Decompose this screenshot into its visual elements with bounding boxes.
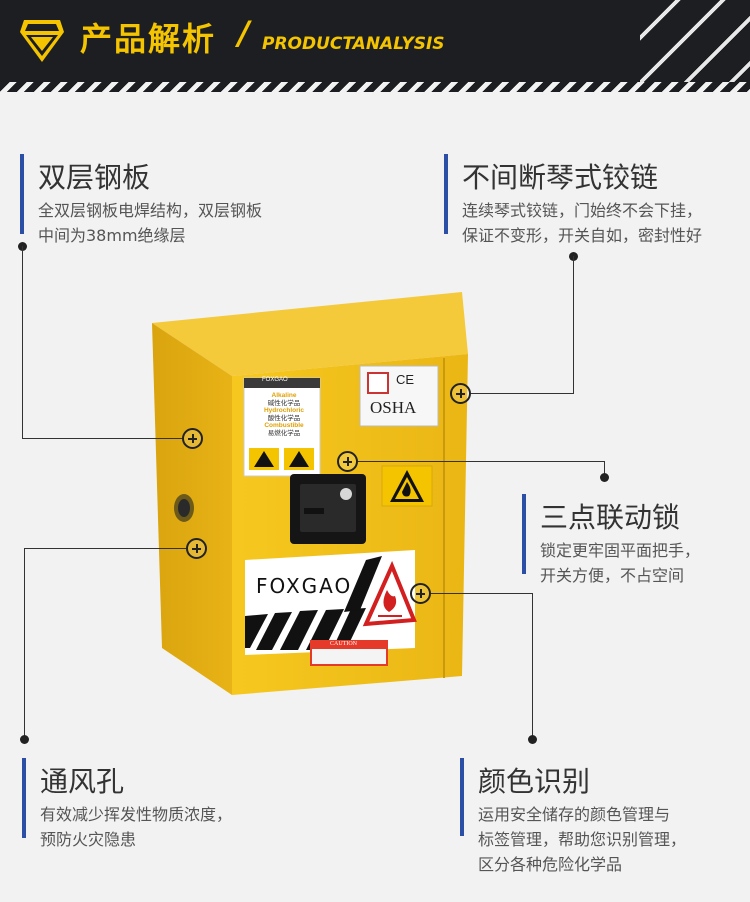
- feature-desc-line: 锁定更牢固平面把手，: [540, 541, 701, 560]
- feature-desc-line: 运用安全储存的颜色管理与: [478, 805, 671, 824]
- label-line-combustible: Combustible: [264, 422, 304, 429]
- callout-line: [22, 246, 23, 438]
- feature-accent-bar: [444, 154, 448, 234]
- callout-plus-icon[interactable]: [410, 583, 431, 604]
- feature-accent-bar: [522, 494, 526, 574]
- feature-desc-line: 保证不变形，开关自如，密封性好: [462, 226, 703, 245]
- callout-line: [22, 438, 184, 439]
- feature-description: 运用安全储存的颜色管理与 标签管理，帮助您识别管理， 区分各种危险化学品: [478, 802, 686, 877]
- callout-plus-icon[interactable]: [450, 383, 471, 404]
- page-subtitle: PRODUCTANALYSIS: [262, 34, 445, 54]
- feature-title: 颜色识别: [478, 765, 591, 798]
- callout-line: [431, 593, 532, 594]
- label-chemical-list: Alkaline 碱性化学品 Hydrochloric 酸性化学品 Combus…: [252, 392, 316, 437]
- feature-desc-line: 有效减少挥发性物质浓度，: [40, 805, 233, 824]
- header-diagonal-stripes: [640, 0, 750, 92]
- feature-accent-bar: [20, 154, 24, 234]
- diamond-icon: [20, 20, 64, 62]
- feature-desc-line: 开关方便，不占空间: [540, 566, 685, 585]
- ce-mark: CE: [396, 372, 415, 387]
- callout-line: [24, 548, 186, 549]
- page-title: 产品解析: [80, 20, 217, 58]
- feature-title: 不间断琴式铰链: [462, 161, 659, 194]
- feature-title: 双层钢板: [38, 161, 151, 194]
- feature-accent-bar: [22, 758, 26, 838]
- feature-title: 三点联动锁: [540, 501, 681, 534]
- cabinet-brand-name: FOXGAO: [256, 574, 353, 598]
- feature-desc-line: 全双层钢板电焊结构，双层钢板: [38, 201, 263, 220]
- label-line-alkaline: Alkaline: [271, 392, 297, 399]
- callout-dot: [20, 735, 29, 744]
- callout-plus-icon[interactable]: [337, 451, 358, 472]
- feature-desc-line: 中间为38mm绝缘层: [38, 226, 186, 245]
- callout-line: [573, 256, 574, 393]
- callout-plus-icon[interactable]: [182, 428, 203, 449]
- feature-description: 锁定更牢固平面把手， 开关方便，不占空间: [540, 538, 700, 588]
- osha-mark: OSHA: [370, 398, 417, 417]
- caution-label: CAUTION: [330, 641, 357, 647]
- label-line-hydrochloric-cn: 酸性化学品: [267, 414, 301, 422]
- callout-line: [604, 461, 605, 477]
- callout-line: [358, 461, 604, 462]
- feature-description: 全双层钢板电焊结构，双层钢板 中间为38mm绝缘层: [38, 198, 262, 248]
- callout-dot: [528, 735, 537, 744]
- label-brand: FOXGAO: [262, 377, 288, 383]
- feature-desc-line: 预防火灾隐患: [40, 830, 137, 849]
- title-separator: /: [238, 14, 250, 52]
- callout-line: [24, 548, 25, 738]
- label-line-hydrochloric: Hydrochloric: [263, 407, 305, 414]
- feature-desc-line: 连续琴式铰链，门始终不会下挂，: [462, 201, 703, 220]
- label-line-combustible-cn: 易燃化学品: [267, 429, 301, 437]
- callout-line: [470, 393, 574, 394]
- feature-title: 通风孔: [40, 765, 125, 798]
- feature-description: 有效减少挥发性物质浓度， 预防火灾隐患: [40, 802, 232, 852]
- feature-description: 连续琴式铰链，门始终不会下挂， 保证不变形，开关自如，密封性好: [462, 198, 702, 248]
- feature-desc-line: 区分各种危险化学品: [478, 855, 623, 874]
- header-stripe-border: [0, 82, 750, 92]
- feature-desc-line: 标签管理，帮助您识别管理，: [478, 830, 687, 849]
- feature-accent-bar: [460, 758, 464, 836]
- label-line-alkaline-cn: 碱性化学品: [267, 399, 301, 407]
- callout-dot: [600, 473, 609, 482]
- callout-plus-icon[interactable]: [186, 538, 207, 559]
- page-header: 产品解析 / PRODUCTANALYSIS: [0, 0, 750, 92]
- callout-line: [532, 593, 533, 739]
